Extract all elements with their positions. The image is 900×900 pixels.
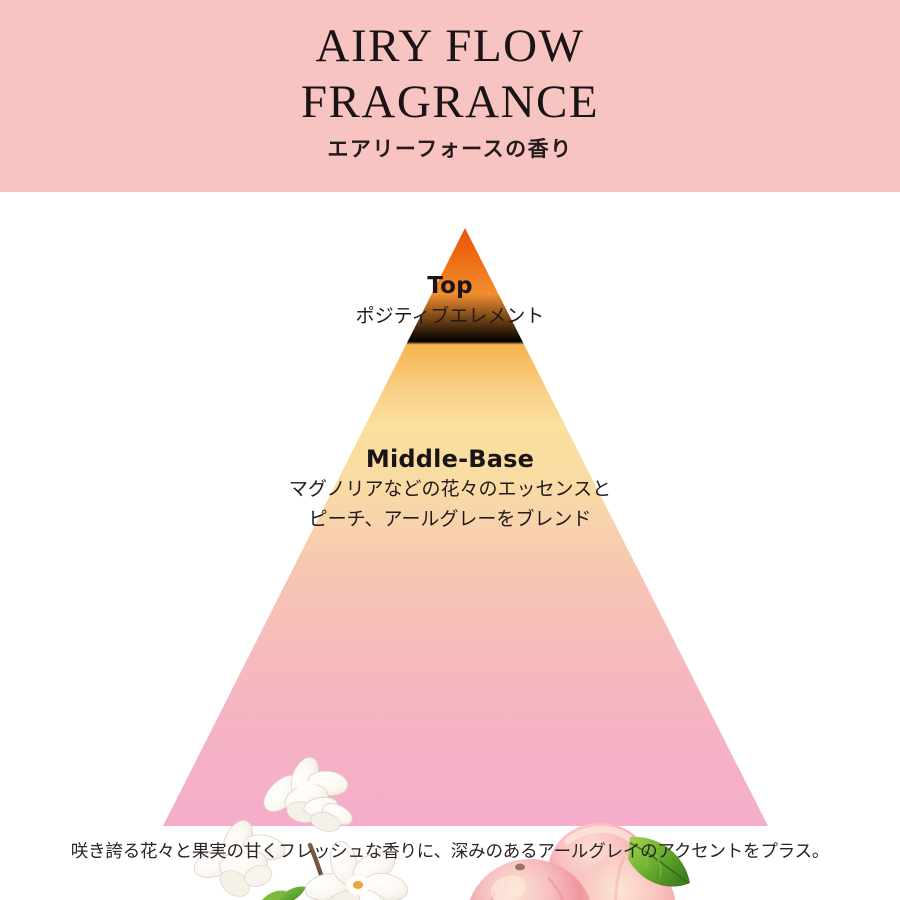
bottom-caption: 咲き誇る花々と果実の甘くフレッシュな香りに、深みのあるアールグレイのアクセントを… xyxy=(70,842,830,862)
page-title-line-1: AIRY FLOW xyxy=(315,20,585,72)
peach-fruit-illustration xyxy=(469,823,690,900)
page-title-line-2: FRAGRANCE xyxy=(300,76,600,128)
pyramid-triangle-graphic xyxy=(163,228,768,826)
magnolia-branch-illustration xyxy=(193,757,408,900)
header-band: AIRY FLOW FRAGRANCE エアリーフォースの香り xyxy=(0,0,900,192)
page-subtitle-japanese: エアリーフォースの香り xyxy=(327,137,573,161)
fragrance-pyramid-stage: Top ポジティブエレメント Middle-Base マグノリアなどの花々のエッ… xyxy=(0,192,900,900)
